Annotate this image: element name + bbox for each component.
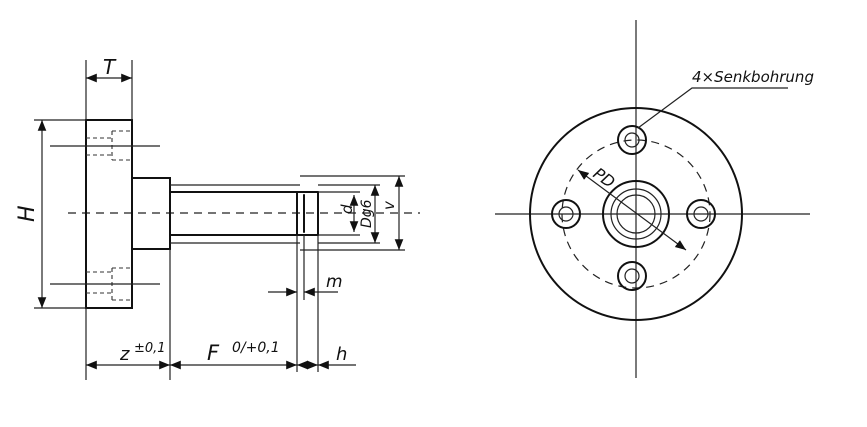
label-m: m xyxy=(326,272,343,292)
label-v: v xyxy=(380,200,398,210)
label-d: d xyxy=(338,204,356,214)
label-H: H xyxy=(15,205,40,222)
counterbore-hole-top xyxy=(617,125,647,155)
side-view: T H d Dg6 v m z ±0,1 F 0/+0,1 xyxy=(15,55,420,380)
label-Dg6: Dg6 xyxy=(359,199,375,228)
label-z-tol: ±0,1 xyxy=(134,341,166,356)
holes-leader xyxy=(637,87,788,129)
label-PD: PD xyxy=(590,164,619,192)
dim-PD-line xyxy=(577,169,687,251)
front-view: PD 4×Senkbohrung xyxy=(495,20,814,378)
label-holes: 4×Senkbohrung xyxy=(692,68,814,86)
counterbore-bottom xyxy=(50,267,160,301)
pitch-circle xyxy=(561,139,711,289)
label-h: h xyxy=(336,344,347,365)
label-F-tol: 0/+0,1 xyxy=(232,340,280,356)
label-T: T xyxy=(103,55,117,79)
label-F: F xyxy=(207,341,220,365)
counterbore-hole-right xyxy=(686,199,716,229)
flange-circle xyxy=(529,107,743,321)
hub-outline xyxy=(131,177,171,250)
counterbore-top xyxy=(50,130,160,161)
flange-outline xyxy=(85,119,133,309)
counterbore-hole-bottom xyxy=(617,261,647,291)
label-z: z xyxy=(119,344,130,365)
